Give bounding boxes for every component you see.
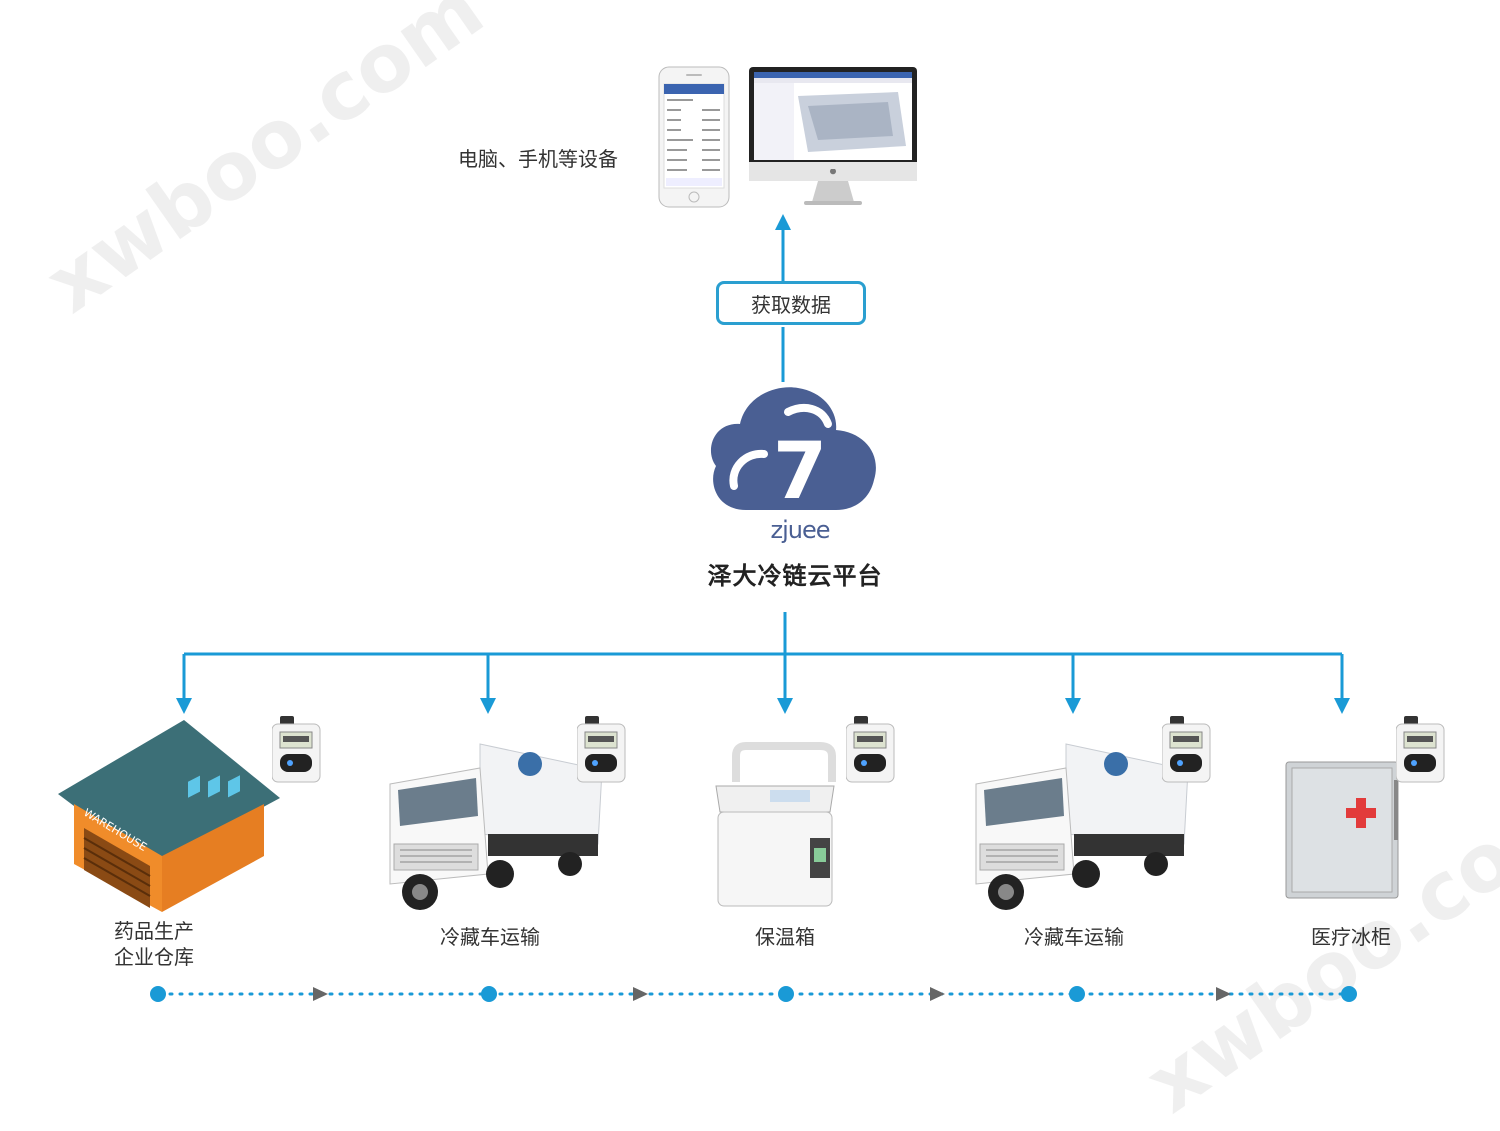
logger-icon-4 bbox=[1162, 716, 1211, 783]
arrow-up bbox=[775, 214, 791, 230]
monitor-icon bbox=[749, 67, 917, 205]
node-label-5-line1: 医疗冰柜 bbox=[1311, 925, 1391, 949]
timeline-dot-1 bbox=[150, 986, 166, 1002]
logger-icon-5 bbox=[1396, 716, 1445, 783]
node-label-2-line1: 冷藏车运输 bbox=[440, 925, 540, 949]
fetch-data-box: 获取数据 bbox=[716, 281, 866, 325]
node-label-4-line1: 冷藏车运输 bbox=[1024, 925, 1124, 949]
node-label-3-line1: 保温箱 bbox=[755, 925, 815, 949]
node-label-3: 保温箱 bbox=[730, 924, 840, 950]
truck-icon-2 bbox=[975, 743, 1189, 910]
logger-icon-2 bbox=[577, 716, 626, 783]
arrow-down-2 bbox=[480, 698, 496, 714]
node-label-4: 冷藏车运输 bbox=[1004, 924, 1144, 950]
timeline-dot-5 bbox=[1341, 986, 1357, 1002]
arrow-down-3 bbox=[777, 698, 793, 714]
warehouse-icon bbox=[58, 720, 280, 912]
phone-icon bbox=[658, 66, 730, 208]
logo-letter: 7 bbox=[772, 427, 828, 517]
platform-name: 泽大冷链云平台 bbox=[707, 562, 883, 590]
timeline-arrow-2 bbox=[633, 987, 648, 1001]
timeline-dot-3 bbox=[778, 986, 794, 1002]
fetch-data-label: 获取数据 bbox=[751, 292, 831, 317]
arrow-down-4 bbox=[1065, 698, 1081, 714]
arrow-down-1 bbox=[176, 698, 192, 714]
cloud-logo-icon bbox=[710, 387, 876, 510]
logger-icon-3 bbox=[846, 716, 895, 783]
node-label-1-line1: 药品生产 bbox=[114, 919, 194, 943]
devices-label: 电脑、手机等设备 bbox=[458, 147, 618, 171]
timeline-arrow-1 bbox=[313, 987, 328, 1001]
timeline-arrow-3 bbox=[930, 987, 945, 1001]
brand-name: zjuee bbox=[770, 516, 830, 544]
arrow-down-5 bbox=[1334, 698, 1350, 714]
logger-icon-1 bbox=[272, 716, 321, 783]
timeline-dot-2 bbox=[481, 986, 497, 1002]
connector-lines bbox=[150, 214, 1357, 1002]
node-label-1: 药品生产 企业仓库 bbox=[94, 918, 214, 970]
medical-fridge-icon bbox=[1285, 761, 1399, 899]
timeline-arrow-4 bbox=[1216, 987, 1231, 1001]
node-label-1-line2: 企业仓库 bbox=[114, 945, 194, 969]
timeline-dot-4 bbox=[1069, 986, 1085, 1002]
node-label-5: 医疗冰柜 bbox=[1296, 924, 1406, 950]
cooler-box-icon bbox=[715, 742, 836, 907]
node-label-2: 冷藏车运输 bbox=[420, 924, 560, 950]
truck-icon bbox=[389, 743, 603, 910]
